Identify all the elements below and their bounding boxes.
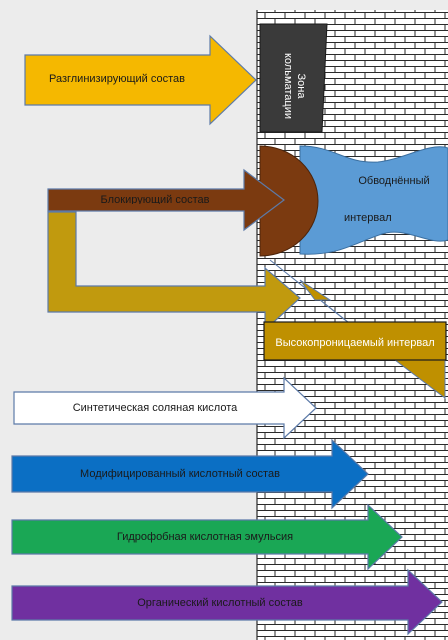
modified-acid-label: Модифицированный кислотный состав	[80, 468, 280, 480]
blocking-label: Блокирующий состав	[100, 194, 210, 204]
blocking-plug	[259, 145, 319, 257]
clay-removal-arrow	[24, 34, 257, 126]
modified-acid-arrow	[11, 438, 369, 510]
synthetic-acid-label: Синтетическая соляная кислота	[72, 402, 238, 414]
synthetic-acid-arrow	[13, 376, 317, 440]
high-perm-box	[263, 321, 447, 361]
watered-label-line2: интервал	[344, 212, 392, 224]
hydrophobic-emulsion-label: Гидрофобная кислотная эмульсия	[116, 531, 294, 543]
channel-arrow	[47, 211, 301, 332]
colmatation-zone	[259, 23, 328, 133]
high-perm-label: Высокопроницаемый интервал	[275, 337, 435, 349]
clay-removal-label: Разглинизирующий состав	[48, 73, 185, 85]
watered-interval	[299, 145, 448, 255]
colmatation-zone-line2: кольматации	[282, 52, 294, 120]
blocking-arrow	[47, 168, 285, 232]
organic-acid-arrow	[11, 568, 443, 636]
hydrophobic-emulsion-arrow	[11, 503, 403, 571]
high-perm-fracture-tip	[299, 279, 332, 301]
colmatation-zone-line1: Зона	[295, 73, 307, 99]
watered-label-line1: Обводнённый	[358, 175, 430, 187]
colmatation-zone-label: Зона кольматации	[279, 49, 307, 123]
organic-acid-label: Органический кислотный состав	[137, 597, 303, 609]
